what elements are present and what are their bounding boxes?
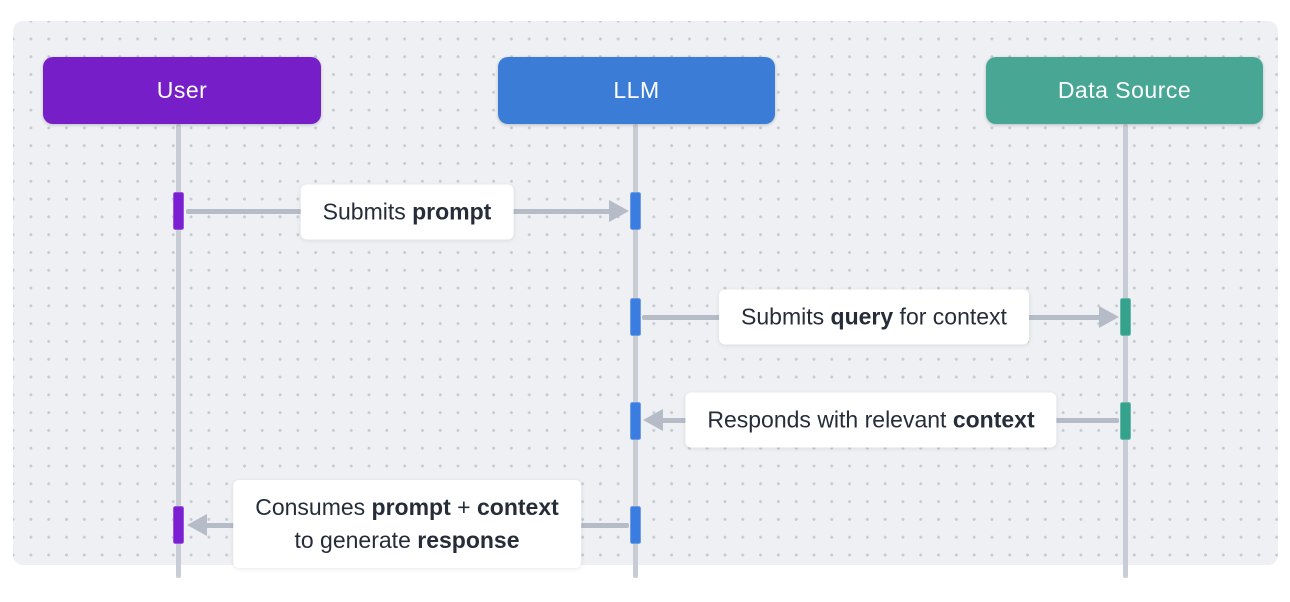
- message-text-bold: response: [417, 527, 520, 553]
- message-text: +: [450, 494, 477, 520]
- lifeline-data-source: [1123, 124, 1128, 578]
- activation-bar-llm-msg1: [630, 192, 641, 230]
- message-label-submits-query: Submits query for context: [719, 289, 1029, 345]
- arrowhead-left-icon: [643, 409, 663, 431]
- arrowhead-left-icon: [187, 514, 207, 536]
- message-label-consumes-generate: Consumes prompt + context to generate re…: [233, 480, 581, 568]
- message-label-responds-context: Responds with relevant context: [685, 392, 1057, 448]
- actor-box-user: User: [43, 57, 321, 124]
- message-text-bold: context: [476, 494, 559, 520]
- message-text: Submits: [741, 303, 831, 330]
- activation-bar-llm-msg3: [630, 402, 641, 440]
- activation-bar-user-msg4: [173, 506, 184, 544]
- activation-bar-llm-msg4: [630, 506, 641, 544]
- message-text: to generate: [294, 527, 418, 553]
- lifeline-user: [176, 124, 181, 578]
- activation-bar-user-msg1: [173, 192, 184, 230]
- message-label-submits-prompt: Submits prompt: [300, 184, 514, 240]
- message-text-bold: prompt: [371, 494, 451, 520]
- actor-box-llm: LLM: [498, 57, 775, 124]
- message-text-bold: query: [830, 303, 894, 330]
- message-text-bold: context: [952, 406, 1035, 433]
- message-text: Consumes: [255, 494, 372, 520]
- arrowhead-right-icon: [609, 200, 629, 222]
- actor-label-data-source: Data Source: [1057, 77, 1192, 103]
- actor-box-data-source: Data Source: [986, 57, 1263, 124]
- actor-label-user: User: [156, 77, 208, 103]
- actor-label-llm: LLM: [613, 77, 660, 103]
- message-text: for context: [893, 303, 1007, 330]
- activation-bar-data-source-msg2: [1120, 298, 1131, 336]
- message-label-line-1: Consumes prompt + context: [255, 491, 559, 524]
- diagram-canvas: User LLM Data Source Submits prompt: [13, 21, 1278, 578]
- message-label-line-2: to generate response: [255, 524, 559, 557]
- activation-bar-data-source-msg3: [1120, 402, 1131, 440]
- message-text-bold: prompt: [412, 198, 492, 225]
- activation-bar-llm-msg2: [630, 298, 641, 336]
- arrowhead-right-icon: [1099, 306, 1119, 328]
- message-text: Submits: [322, 198, 413, 225]
- lifeline-llm: [633, 124, 638, 578]
- message-text: Responds with relevant: [707, 406, 953, 433]
